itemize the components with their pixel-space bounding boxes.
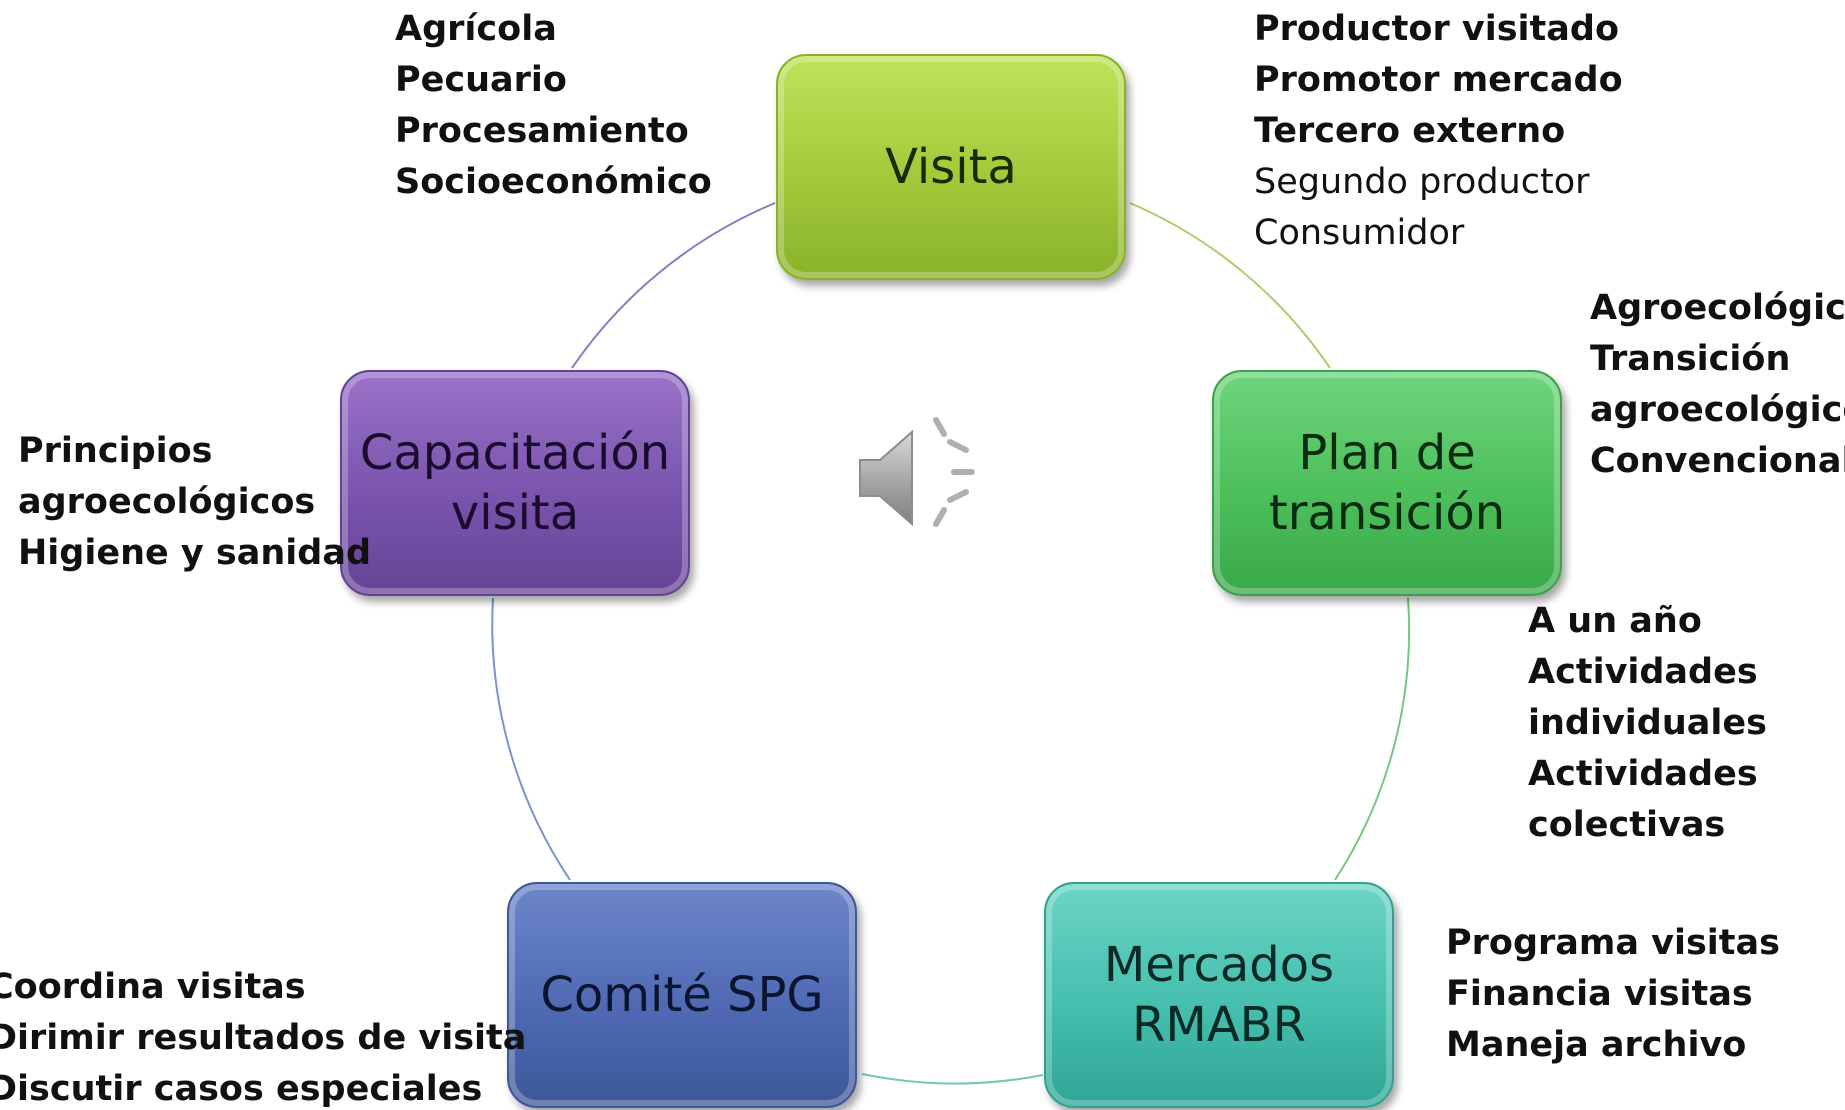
node-plan-label: Plan de transición (1268, 425, 1506, 541)
mercados-roles-list: Programa visitas Financia visitas Maneja… (1446, 918, 1780, 1071)
annotation-item: Tercero externo (1254, 111, 1566, 151)
annotation-item: Productor visitado (1254, 9, 1619, 49)
annotation-item: Dirimir resultados de visita (0, 1018, 527, 1058)
visita-participants-list: Productor visitado Promotor mercado Terc… (1254, 4, 1623, 259)
annotation-item: Financia visitas (1446, 974, 1753, 1014)
annotation-item: Promotor mercado (1254, 60, 1623, 100)
annotation-item: Consumidor (1254, 213, 1465, 253)
annotation-item: Actividades (1528, 652, 1758, 692)
visita-aspects-list: Agrícola Pecuario Procesamiento Socioeco… (395, 4, 712, 208)
annotation-item: Higiene y sanidad (18, 533, 372, 573)
annotation-item: individuales (1528, 703, 1767, 743)
annotation-item: Socioeconómico (395, 162, 712, 202)
node-visita: Visita (776, 54, 1126, 280)
annotation-item: Actividades (1528, 754, 1758, 794)
annotation-item: Segundo productor (1254, 162, 1590, 202)
annotation-item: agroecológico (1590, 390, 1845, 430)
annotation-item: Agroecológico (1590, 288, 1845, 328)
plan-types-list: Agroecológico Transición agroecológico C… (1590, 283, 1845, 487)
annotation-item: Transición (1590, 339, 1791, 379)
speaker-icon[interactable] (856, 412, 986, 542)
capacitacion-topics-list: Principios agroecológicos Higiene y sani… (18, 426, 371, 579)
arc-capacitacion-visita (571, 202, 776, 369)
annotation-item: Procesamiento (395, 111, 689, 151)
arc-visita-plan (1129, 202, 1331, 369)
annotation-item: Principios (18, 431, 213, 471)
annotation-item: Pecuario (395, 60, 567, 100)
annotation-item: A un año (1528, 601, 1702, 641)
node-comite-spg: Comité SPG (507, 882, 857, 1108)
annotation-item: agroecológicos (18, 482, 316, 522)
node-mercados-label: Mercados RMABR (1103, 937, 1335, 1053)
arc-plan-mercados (1334, 597, 1411, 881)
annotation-item: Coordina visitas (0, 967, 306, 1007)
node-capacitacion-label: Capacitación visita (359, 425, 671, 541)
annotation-item: colectivas (1528, 805, 1726, 845)
annotation-item: Convencional (1590, 441, 1845, 481)
plan-activities-list: A un año Actividades individuales Activi… (1528, 596, 1767, 851)
node-comite-label: Comité SPG (540, 967, 824, 1023)
arc-comite-capacitacion (491, 597, 571, 881)
annotation-item: Programa visitas (1446, 923, 1780, 963)
node-mercados-rmabr: Mercados RMABR (1044, 882, 1394, 1108)
comite-roles-list: Coordina visitas Dirimir resultados de v… (0, 962, 526, 1110)
annotation-item: Discutir casos especiales (0, 1069, 483, 1109)
node-plan-de-transicion: Plan de transición (1212, 370, 1562, 596)
annotation-item: Maneja archivo (1446, 1025, 1747, 1065)
node-visita-label: Visita (885, 139, 1017, 195)
annotation-item: Agrícola (395, 9, 557, 49)
node-capacitacion-visita: Capacitación visita (340, 370, 690, 596)
arc-mercados-comite (861, 1073, 1044, 1085)
